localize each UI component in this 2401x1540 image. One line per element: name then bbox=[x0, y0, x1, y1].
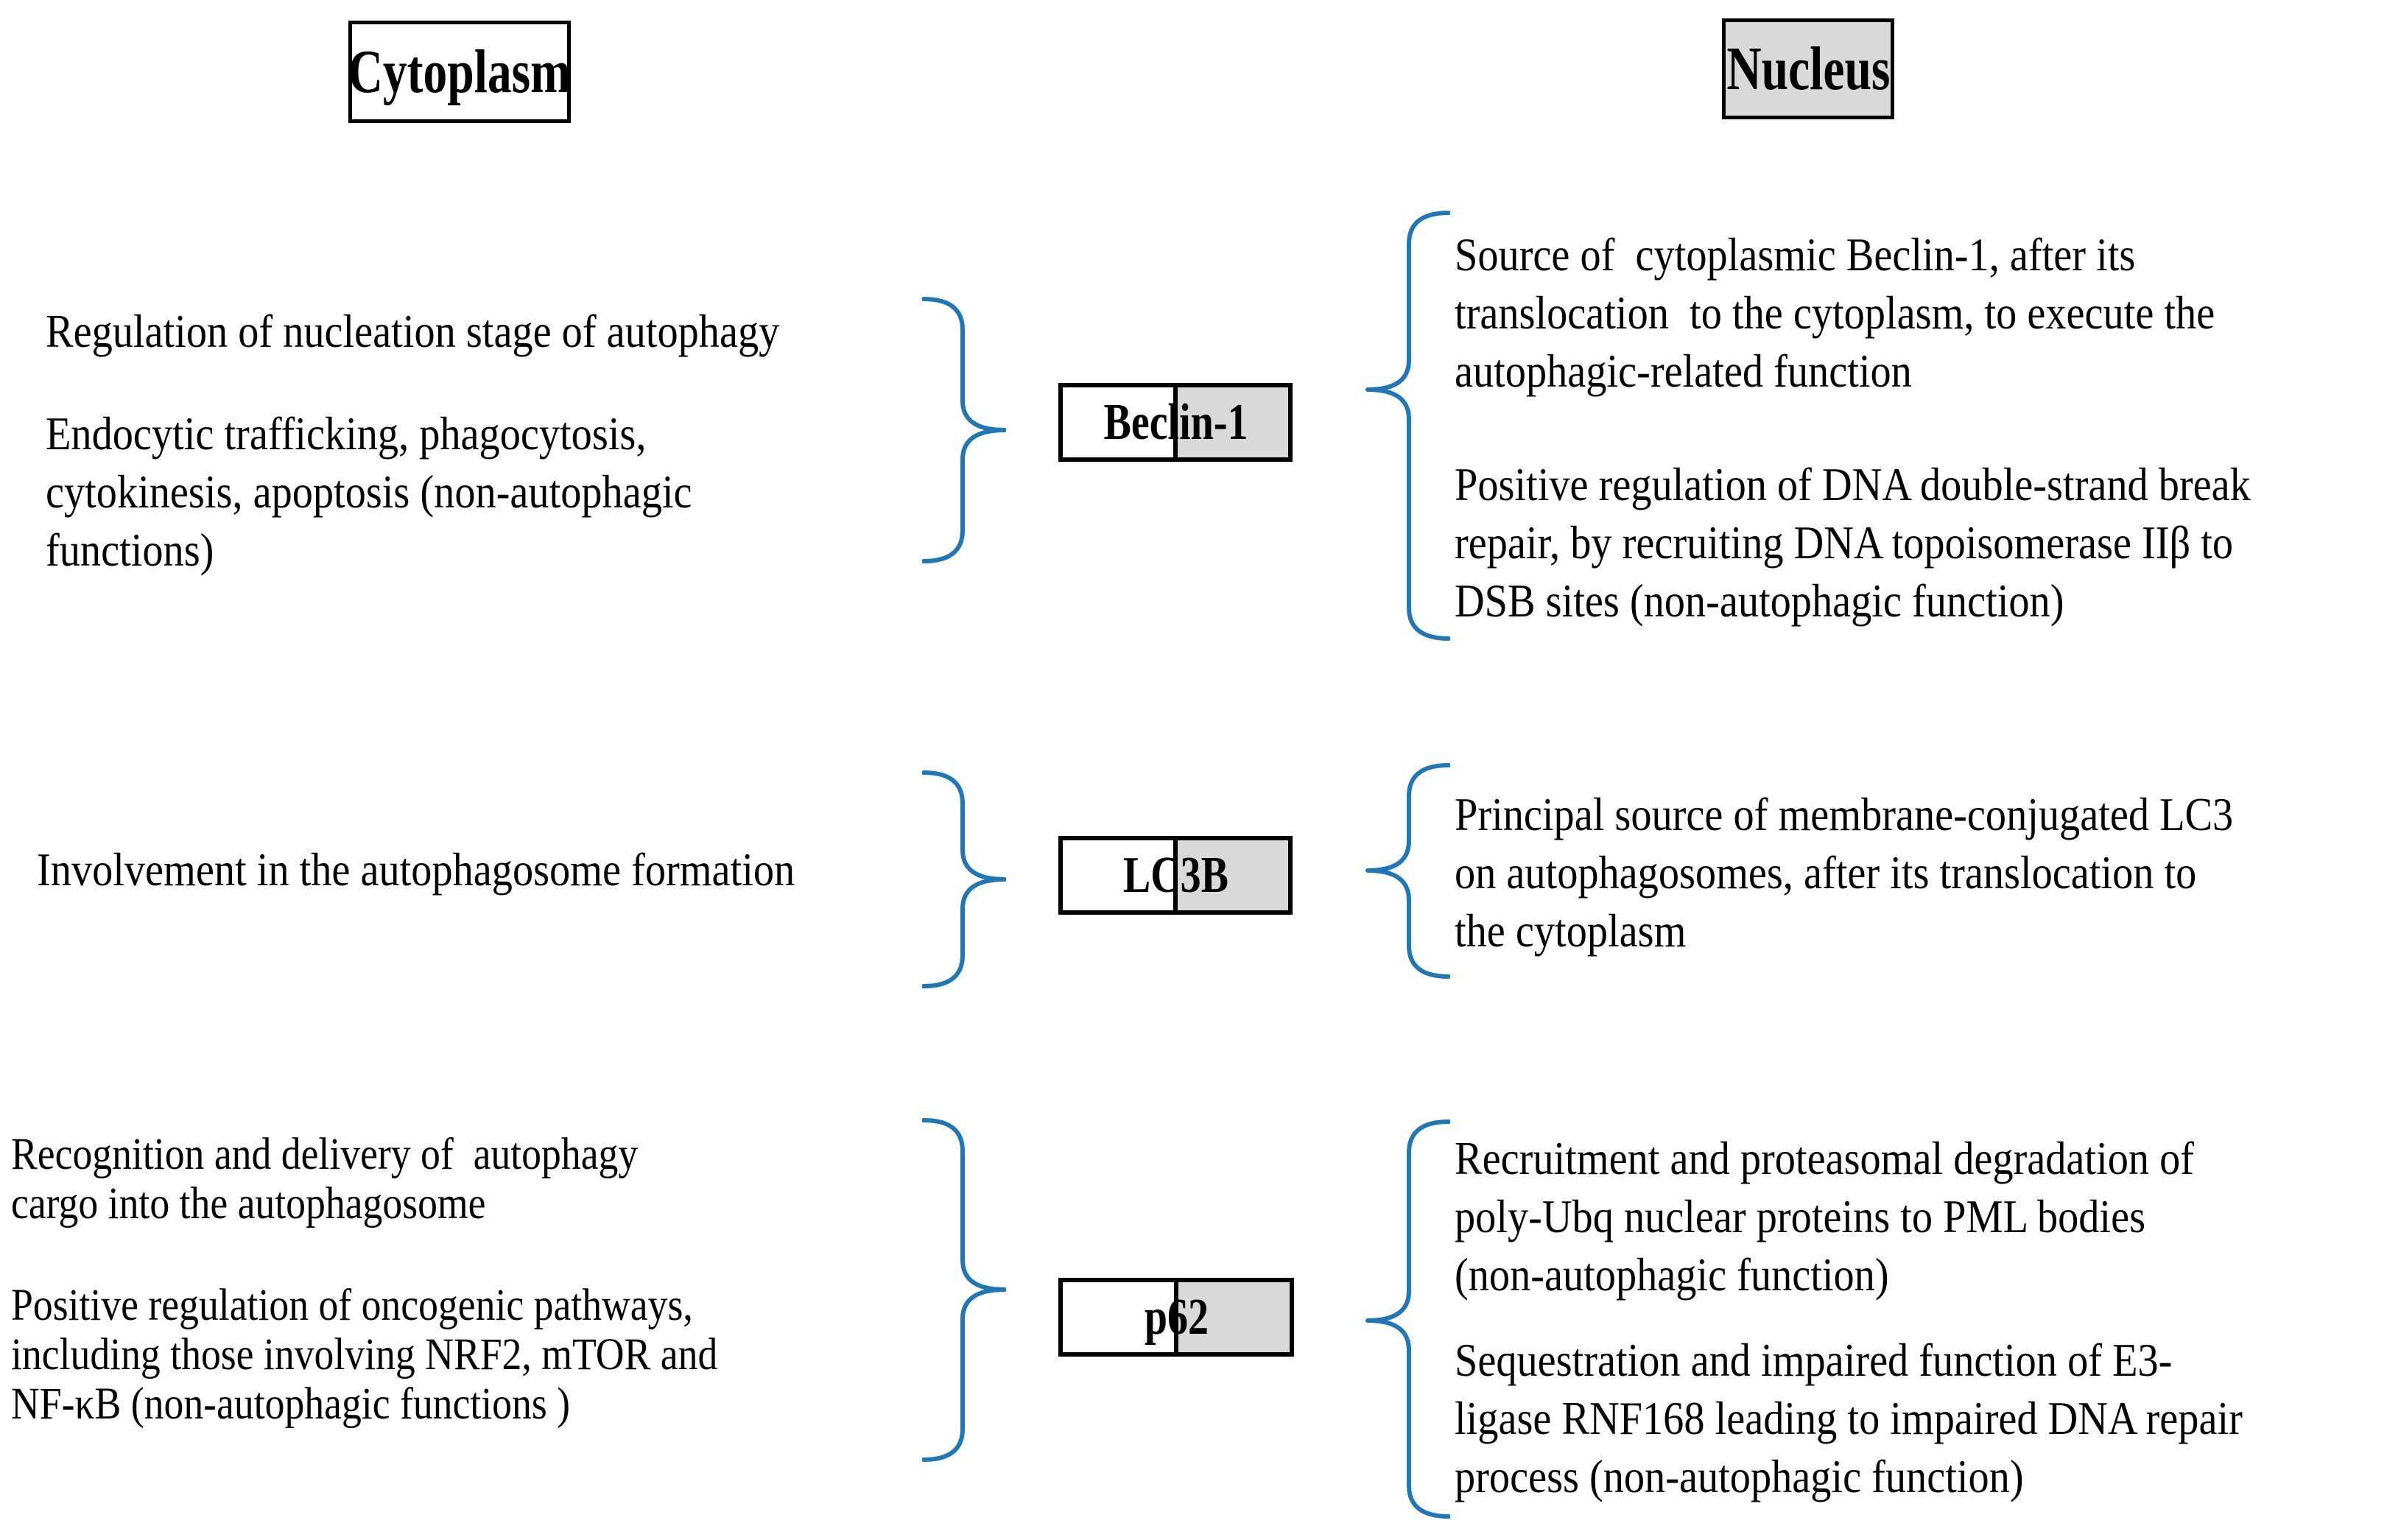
brace-right-p62 bbox=[1365, 1119, 1450, 1519]
brace-left-beclin bbox=[922, 297, 1006, 563]
protein-box-halves bbox=[1063, 1282, 1290, 1352]
function-paragraph: Recognition and delivery of autophagy ca… bbox=[11, 1130, 639, 1228]
function-paragraph: Positive regulation of oncogenic pathway… bbox=[11, 1281, 718, 1429]
nucleus-half bbox=[1178, 387, 1288, 457]
brace-left-p62 bbox=[922, 1118, 1006, 1462]
cytoplasm-header-label: Cytoplasm bbox=[348, 37, 572, 106]
cytoplasm-half bbox=[1063, 1282, 1178, 1352]
function-paragraph: Regulation of nucleation stage of autoph… bbox=[46, 305, 780, 357]
beclin-cytoplasm-functions: Regulation of nucleation stage of autoph… bbox=[46, 302, 901, 579]
protein-box-p62: p62 bbox=[1058, 1278, 1294, 1357]
nucleus-half bbox=[1178, 840, 1288, 910]
protein-label: Beclin-1 bbox=[1103, 393, 1248, 451]
protein-label-wrap: LC3B bbox=[1063, 840, 1288, 910]
p62-cytoplasm-functions: Recognition and delivery of autophagy ca… bbox=[11, 1130, 905, 1429]
function-paragraph: Source of cytoplasmic Beclin-1, after it… bbox=[1455, 228, 2215, 397]
function-paragraph: Recruitment and proteasomal degradation … bbox=[1455, 1132, 2195, 1301]
brace-right-beclin bbox=[1365, 211, 1450, 641]
protein-label-wrap: Beclin-1 bbox=[1063, 387, 1288, 457]
function-paragraph: Involvement in the autophagosome formati… bbox=[37, 843, 795, 896]
protein-box-halves bbox=[1063, 840, 1288, 910]
p62-nucleus-functions: Recruitment and proteasomal degradation … bbox=[1455, 1129, 2381, 1505]
protein-box-halves bbox=[1063, 387, 1288, 457]
nucleus-header-label: Nucleus bbox=[1726, 34, 1891, 103]
nucleus-half bbox=[1178, 1282, 1290, 1352]
lc3b-nucleus-functions: Principal source of membrane-conjugated … bbox=[1455, 785, 2381, 960]
protein-label: LC3B bbox=[1122, 846, 1228, 904]
cytoplasm-header-box: Cytoplasm bbox=[348, 21, 571, 123]
protein-label-wrap: p62 bbox=[1063, 1282, 1290, 1352]
lc3b-cytoplasm-functions: Involvement in the autophagosome formati… bbox=[37, 840, 893, 899]
beclin-nucleus-functions: Source of cytoplasmic Beclin-1, after it… bbox=[1455, 225, 2381, 630]
brace-right-lc3b bbox=[1365, 763, 1450, 979]
function-paragraph: Endocytic trafficking, phagocytosis, cyt… bbox=[46, 407, 692, 576]
protein-box-lc3b: LC3B bbox=[1058, 836, 1293, 915]
cytoplasm-half bbox=[1063, 840, 1178, 910]
protein-label: p62 bbox=[1144, 1288, 1209, 1346]
protein-box-beclin-1: Beclin-1 bbox=[1058, 383, 1293, 462]
function-paragraph: Positive regulation of DNA double-strand… bbox=[1455, 458, 2251, 627]
function-paragraph: Sequestration and impaired function of E… bbox=[1455, 1334, 2243, 1502]
cytoplasm-half bbox=[1063, 387, 1178, 457]
nucleus-header-box: Nucleus bbox=[1722, 18, 1894, 119]
brace-left-lc3b bbox=[922, 770, 1006, 988]
function-paragraph: Principal source of membrane-conjugated … bbox=[1455, 788, 2234, 957]
